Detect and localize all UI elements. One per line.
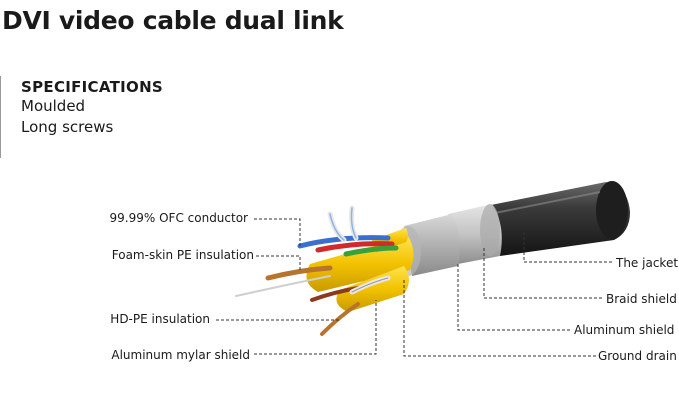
spec-item-long-screws: Long screws [21,118,114,136]
callout-foam-skin-insulation: Foam-skin PE insulation [111,248,254,262]
leader-lines [216,218,612,357]
inner-wires [235,205,399,336]
callout-ground-drain: Ground drain [598,349,677,363]
callout-aluminum-shield: Aluminum shield [574,323,675,337]
callout-hdpe-insulation: HD-PE insulation [110,312,210,326]
callout-ofc-conductor: 99.99% OFC conductor [109,211,248,225]
spec-item-moulded: Moulded [21,97,86,115]
callout-jacket: The jacket [616,256,679,270]
callout-braid-shield: Braid shield [606,292,677,306]
callout-mylar-shield: Aluminum mylar shield [111,348,250,362]
specifications-block: SPECIFICATIONS Moulded Long screws [0,76,163,158]
cable-jacket [486,181,630,256]
page-title: DVI video cable dual link [2,6,344,35]
braid-shield [448,204,502,264]
specifications-heading: SPECIFICATIONS [21,78,164,96]
